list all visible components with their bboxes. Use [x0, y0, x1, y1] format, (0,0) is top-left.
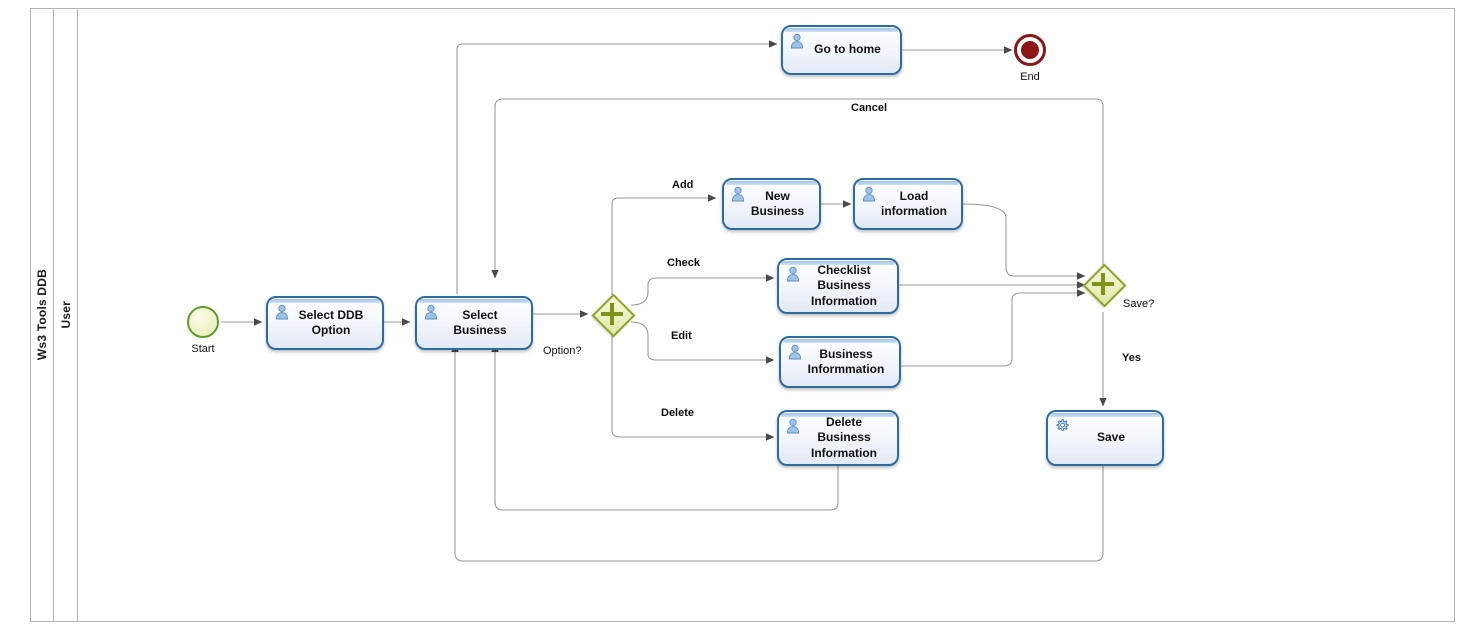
- flow-label-check: Check: [667, 257, 701, 269]
- task-delete-business-information[interactable]: Delete Business Information: [777, 410, 899, 466]
- task-label: Select DDB Option: [298, 307, 364, 337]
- gear-icon: [1056, 419, 1069, 432]
- user-icon: [786, 418, 800, 434]
- user-icon: [788, 344, 802, 360]
- end-event[interactable]: [1014, 34, 1046, 66]
- user-icon: [275, 304, 289, 320]
- end-event-inner-disc: [1021, 41, 1039, 59]
- task-business-informmation[interactable]: Business Informmation: [779, 336, 901, 388]
- flow-select-business-to-go-to-home: [456, 40, 778, 294]
- task-select-business[interactable]: Select Business: [415, 296, 533, 350]
- gateway-save[interactable]: [1082, 263, 1127, 308]
- task-label: Checklist Business Information: [811, 262, 877, 308]
- task-new-business[interactable]: New Business: [722, 178, 821, 230]
- flow-option-gateway-to-business-informmation: [630, 321, 775, 364]
- task-select-ddb-option[interactable]: Select DDB Option: [266, 296, 384, 350]
- flow-label-add: Add: [672, 179, 694, 191]
- gateway-save-label: Save?: [1123, 298, 1155, 310]
- task-checklist-business-information[interactable]: Checklist Business Information: [777, 258, 899, 314]
- user-icon: [786, 266, 800, 282]
- task-label: Business Informmation: [807, 346, 885, 376]
- end-event-label: End: [1020, 71, 1040, 83]
- task-label: Go to home: [814, 42, 881, 57]
- start-event-label: Start: [191, 343, 215, 355]
- gateway-option[interactable]: [591, 293, 636, 338]
- gateway-option-label: Option?: [543, 345, 582, 357]
- lane-header-user: User: [54, 8, 78, 622]
- flow-delete-to-select-business: [491, 343, 839, 511]
- task-save[interactable]: Save: [1046, 410, 1164, 466]
- user-icon: [862, 186, 876, 202]
- user-icon: [790, 33, 804, 49]
- gateway-plus-vertical: [1101, 273, 1105, 295]
- pool: [30, 8, 1455, 622]
- flow-option-gateway-to-delete-business-information: [611, 333, 775, 441]
- flow-label-edit: Edit: [671, 330, 692, 342]
- lane-label: User: [58, 301, 73, 329]
- flow-business-informmation-to-save-gateway: [901, 289, 1086, 367]
- flow-label-cancel: Cancel: [851, 102, 888, 114]
- flow-label-delete: Delete: [661, 407, 695, 419]
- flow-label-yes: Yes: [1122, 352, 1141, 364]
- start-event[interactable]: [187, 306, 219, 338]
- user-icon: [424, 304, 438, 320]
- pool-label: Ws3 Tools DDB: [34, 269, 49, 361]
- flow-option-gateway-to-new-business: [611, 194, 717, 295]
- task-label: Select Business: [453, 307, 507, 337]
- flow-save-to-select-business: [451, 343, 1104, 562]
- task-label: New Business: [750, 188, 805, 218]
- flow-cancel-to-select-business: [491, 98, 1104, 279]
- flow-load-information-to-save-gateway: [962, 203, 1086, 280]
- pool-header: Ws3 Tools DDB: [30, 8, 54, 622]
- task-label: Delete Business Information: [811, 414, 877, 460]
- task-label: Load information: [881, 188, 947, 218]
- task-go-to-home[interactable]: Go to home: [781, 25, 902, 75]
- gateway-plus-vertical: [610, 303, 614, 325]
- task-label: Save: [1096, 430, 1126, 445]
- flow-option-gateway-to-checklist: [630, 274, 775, 306]
- task-load-information[interactable]: Load information: [853, 178, 963, 230]
- user-icon: [731, 186, 745, 202]
